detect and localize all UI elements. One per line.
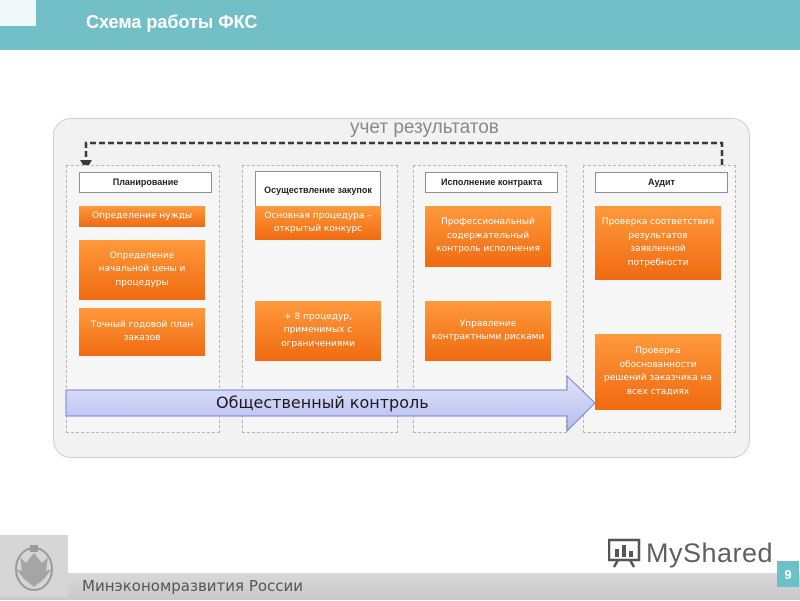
- header-corner: [0, 0, 36, 26]
- box-open-tender: Основная процедура – открытый конкурс: [255, 206, 381, 240]
- box-audit-justification: Проверка обоснованности решений заказчик…: [595, 334, 721, 410]
- myshared-logo: MyShared: [608, 537, 773, 569]
- ministry-name: Минэкономразвития России: [82, 577, 304, 595]
- column-header-procurement: Осуществление закупок: [255, 171, 381, 211]
- presentation-icon: [608, 538, 641, 568]
- results-label: учет результатов: [350, 117, 499, 138]
- column-header-execution: Исполнение контракта: [425, 172, 558, 193]
- page-number: 9: [777, 561, 799, 587]
- logo-text: MyShared: [646, 537, 774, 568]
- box-risk-management: Управление контрактными рисками: [425, 301, 551, 361]
- coat-of-arms-emblem: [0, 535, 68, 597]
- public-control-label: Общественный контроль: [216, 393, 429, 412]
- box-annual-plan: Точный годовой план заказов: [79, 308, 205, 356]
- column-header-planning: Планирование: [79, 172, 212, 193]
- footer-bar: [0, 573, 800, 600]
- box-initial-price: Определение начальной цены и процедуры: [79, 240, 205, 300]
- column-header-audit: Аудит: [595, 172, 728, 193]
- box-audit-compliance: Проверка соответствия результатов заявле…: [595, 206, 721, 280]
- header-bar: Схема работы ФКС: [0, 0, 800, 50]
- box-execution-control: Профессиональный содержательный контроль…: [425, 206, 551, 267]
- box-eight-procedures: + 8 процедур, применимых с ограничениями: [255, 301, 381, 361]
- box-need-definition: Определение нужды: [79, 206, 205, 227]
- slide-title: Схема работы ФКС: [86, 12, 258, 32]
